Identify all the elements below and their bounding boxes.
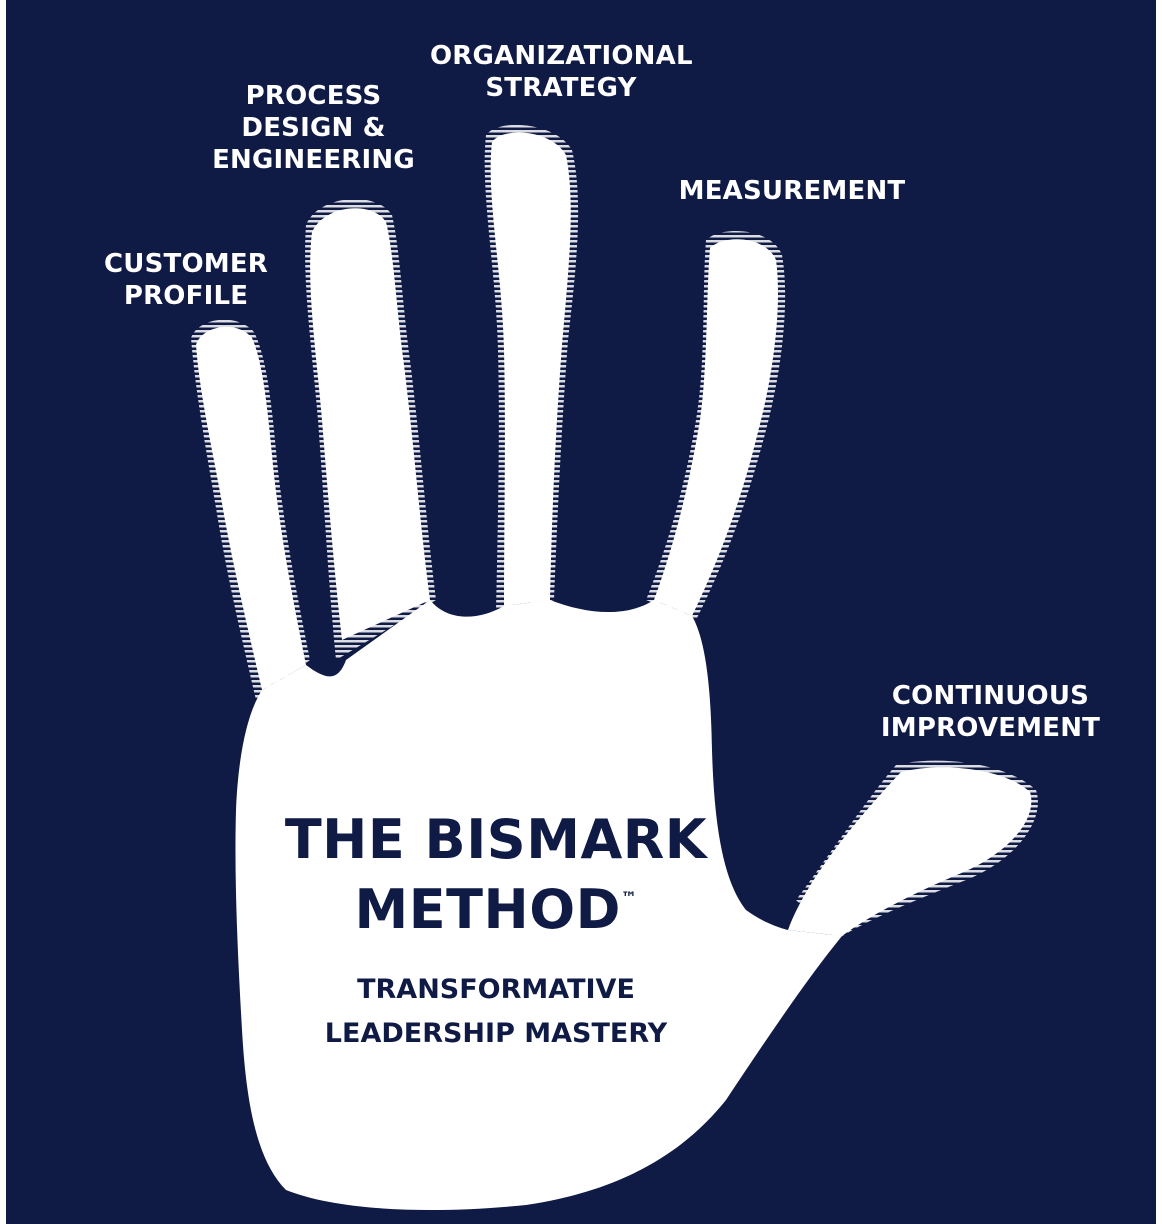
label-line: CUSTOMER <box>103 249 268 279</box>
label-organizational-strategy: ORGANIZATIONAL STRATEGY <box>430 40 693 104</box>
label-measurement: MEASUREMENT <box>676 175 908 207</box>
title-line-2: METHOD™ <box>236 872 756 942</box>
title-method: METHOD <box>354 878 621 941</box>
label-line: IMPROVEMENT <box>880 713 1101 743</box>
hand-print-icon <box>191 124 1038 1210</box>
label-continuous-improvement: CONTINUOUS IMPROVEMENT <box>878 680 1103 744</box>
label-customer-profile: CUSTOMER PROFILE <box>102 248 270 312</box>
label-line: PROCESS <box>245 81 382 111</box>
label-line: MEASUREMENT <box>678 176 906 206</box>
label-process-design: PROCESS DESIGN & ENGINEERING <box>206 80 421 176</box>
trademark-symbol: ™ <box>620 888 638 907</box>
label-line: ORGANIZATIONAL <box>430 41 693 71</box>
subtitle-line-2: LEADERSHIP MASTERY <box>324 1018 668 1049</box>
label-line: DESIGN & <box>241 113 386 143</box>
label-line: PROFILE <box>123 281 249 311</box>
title-line-1: THE BISMARK <box>284 808 708 871</box>
label-line: CONTINUOUS <box>891 681 1090 711</box>
subtitle-line-1: TRANSFORMATIVE <box>357 974 635 1005</box>
label-line: ENGINEERING <box>212 145 415 175</box>
method-title: THE BISMARK METHOD™ <box>236 808 756 942</box>
label-line: STRATEGY <box>485 73 637 103</box>
poster: CUSTOMER PROFILE PROCESS DESIGN & ENGINE… <box>6 0 1156 1224</box>
method-subtitle: TRANSFORMATIVE LEADERSHIP MASTERY <box>236 968 756 1056</box>
